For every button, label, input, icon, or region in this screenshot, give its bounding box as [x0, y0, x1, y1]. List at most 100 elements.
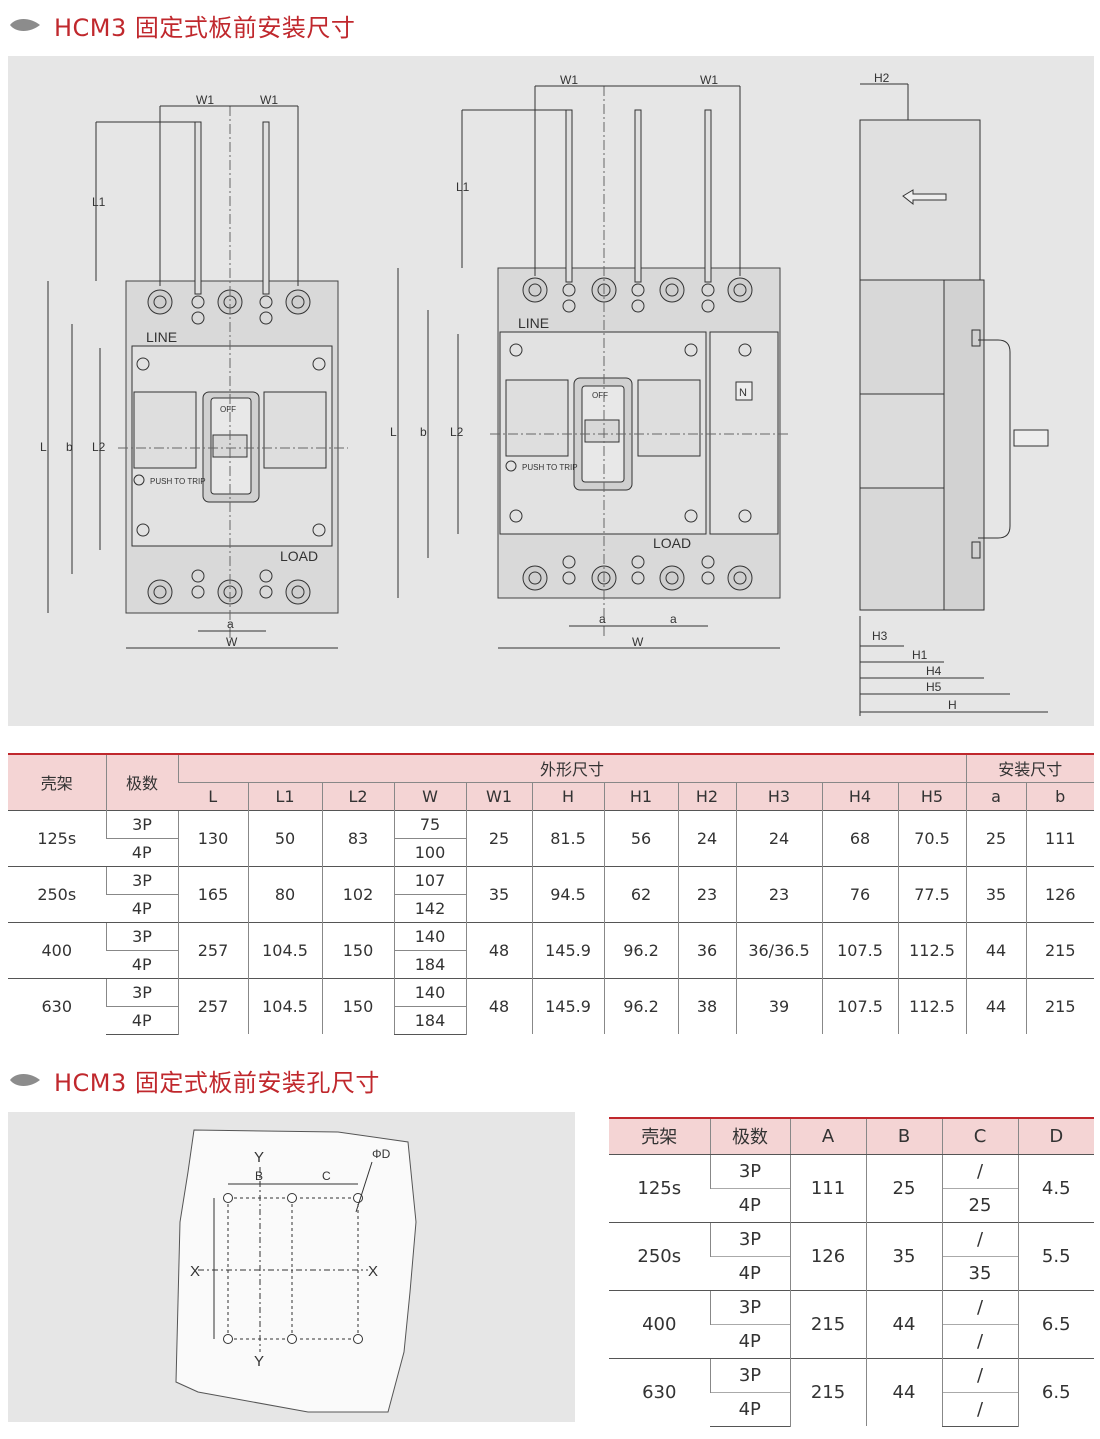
- header-frame: 壳架: [8, 753, 106, 810]
- leaf-bullet-icon: [10, 19, 40, 31]
- cell-poles: 4P: [710, 1187, 790, 1222]
- table-row: 250s 3P 126 35 / 5.5: [609, 1221, 1094, 1290]
- header-c: C: [941, 1117, 1018, 1155]
- cell-h1: 56: [603, 809, 678, 866]
- table-row: 4P 184: [8, 1005, 1094, 1035]
- dim-label-h: H: [948, 698, 957, 712]
- cell-h5: 77.5: [897, 865, 966, 922]
- load-label: LOAD: [653, 535, 691, 551]
- cell-frame: 125s: [8, 809, 106, 866]
- cell-l: 257: [177, 921, 248, 978]
- dim-label-l: L: [390, 425, 397, 439]
- dim-label-c: C: [322, 1169, 331, 1183]
- cell-h5: 70.5: [897, 809, 966, 866]
- cell-frame: 400: [8, 921, 106, 978]
- dim-label-h5: H5: [926, 680, 942, 694]
- breaker-4p-front-view: [397, 85, 788, 649]
- table-row: 400 3P 215 44 / 6.5: [609, 1289, 1094, 1358]
- cell-c: 25: [941, 1187, 1018, 1222]
- cell-w: 100: [393, 837, 466, 866]
- cell-a: 215: [789, 1289, 866, 1358]
- table-row: 4P /: [609, 1391, 1094, 1427]
- header-b: b: [1025, 781, 1094, 810]
- cell-l: 130: [177, 809, 248, 866]
- dim-label-a: a: [599, 612, 606, 626]
- dim-label-l1: L1: [92, 195, 106, 209]
- cell-l2: 83: [321, 809, 394, 866]
- dim-label-h3: H3: [872, 629, 888, 643]
- cell-poles: 4P: [106, 1005, 178, 1035]
- dim-label-h1: H1: [912, 648, 928, 662]
- cell-b: 35: [865, 1221, 942, 1290]
- header-outline: 外形尺寸: [177, 753, 966, 782]
- mounting-hole-table: 壳架 极数 A B C D 125s 3P 111 25 / 4.5 4P 25…: [609, 1117, 1094, 1427]
- cell-h5: 112.5: [897, 977, 966, 1034]
- cell-w1: 25: [465, 809, 532, 866]
- table-row: 125s 3P 130 50 83 75 25 81.5 56 24 24 68…: [8, 809, 1094, 866]
- cell-h4: 68: [821, 809, 898, 866]
- dim-label-l2: L2: [450, 425, 464, 439]
- line-label: LINE: [518, 315, 549, 331]
- dim-label-b: b: [420, 425, 427, 439]
- dim-label-d: ΦD: [372, 1147, 391, 1161]
- header-w: W: [393, 781, 466, 810]
- dim-label-w: W: [632, 635, 644, 649]
- cell-h1: 96.2: [603, 977, 678, 1034]
- cell-h: 145.9: [531, 977, 604, 1034]
- cell-b: 215: [1025, 921, 1094, 978]
- cell-poles: 3P: [105, 921, 178, 950]
- cell-poles: 4P: [106, 949, 178, 978]
- cell-poles: 3P: [105, 977, 178, 1006]
- dim-label-b: B: [255, 1169, 263, 1183]
- cell-h2: 23: [677, 865, 736, 922]
- dim-label-w1: W1: [260, 93, 278, 107]
- cell-w: 184: [393, 1005, 466, 1035]
- header-h4: H4: [821, 781, 898, 810]
- cell-poles: 4P: [710, 1391, 790, 1427]
- section-title-text: HCM3 固定式板前安装尺寸: [54, 13, 356, 42]
- axis-label-y-top: Y: [254, 1149, 264, 1166]
- cell-l2: 102: [321, 865, 394, 922]
- cell-b: 215: [1025, 977, 1094, 1034]
- cell-a: 44: [965, 977, 1026, 1034]
- header-poles: 极数: [709, 1117, 790, 1155]
- cell-a: 44: [965, 921, 1026, 978]
- cell-d: 6.5: [1017, 1289, 1094, 1358]
- header-h: H: [531, 781, 604, 810]
- cell-frame: 630: [609, 1357, 710, 1426]
- off-label: OFF: [592, 391, 608, 400]
- header-frame: 壳架: [609, 1117, 710, 1155]
- header-poles: 极数: [105, 753, 178, 810]
- header-a: A: [789, 1117, 866, 1155]
- cell-c: /: [941, 1391, 1018, 1427]
- cell-w1: 35: [465, 865, 532, 922]
- cell-poles: 4P: [106, 893, 178, 922]
- cell-d: 4.5: [1017, 1153, 1094, 1222]
- cell-l: 165: [177, 865, 248, 922]
- cell-a: 25: [965, 809, 1026, 866]
- dim-label-a: a: [227, 617, 234, 631]
- cell-frame: 250s: [609, 1221, 710, 1290]
- cell-h3: 24: [735, 809, 822, 866]
- cell-poles: 3P: [709, 1153, 790, 1188]
- cell-h2: 36: [677, 921, 736, 978]
- push-to-trip-label: PUSH TO TRIP: [522, 463, 578, 472]
- outline-drawing: W1 W1 L1 L b L2 a W W1 W1 L1 L b L2 a a …: [40, 71, 1049, 716]
- section-title-dimensions: HCM3 固定式板前安装尺寸: [8, 10, 356, 42]
- cell-h1: 62: [603, 865, 678, 922]
- axis-label-x-left: X: [190, 1263, 200, 1280]
- cell-w: 107: [393, 865, 466, 894]
- cell-c: /: [941, 1221, 1018, 1256]
- dim-label-h4: H4: [926, 664, 942, 678]
- axis-label-y-bottom: Y: [254, 1353, 264, 1370]
- cell-c: 35: [941, 1255, 1018, 1290]
- header-b: B: [865, 1117, 942, 1155]
- cell-h: 81.5: [531, 809, 604, 866]
- off-label: OFF: [220, 405, 236, 414]
- cell-l1: 80: [247, 865, 322, 922]
- push-to-trip-label: PUSH TO TRIP: [150, 477, 206, 486]
- header-h5: H5: [897, 781, 966, 810]
- cell-c: /: [941, 1323, 1018, 1358]
- cell-l1: 104.5: [247, 977, 322, 1034]
- leaf-bullet-icon: [10, 1074, 40, 1086]
